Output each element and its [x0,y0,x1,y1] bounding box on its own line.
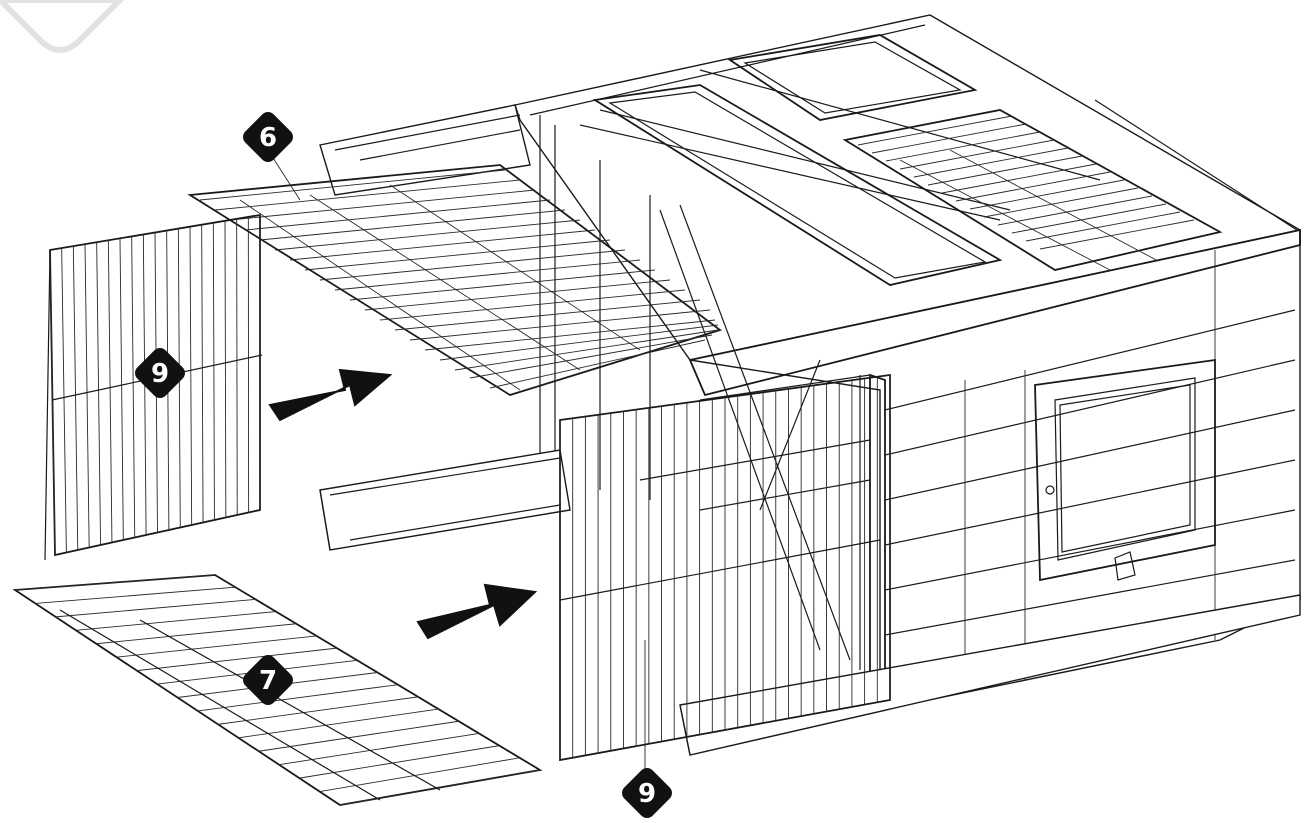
wire-panel-9-front [559,373,891,762]
assembly-arrow-lower [416,583,538,640]
coop-roof [514,14,1301,396]
leader-lines [267,149,646,780]
svg-text:9: 9 [638,779,656,809]
callout-6: 6 [243,112,293,162]
watermark-logo [0,0,125,53]
callout-9-bottom: 9 [622,768,672,818]
svg-text:9: 9 [151,359,169,389]
top-rail [319,104,531,196]
assembly-arrow-upper [268,368,393,422]
coop-bottom-rail [679,594,1301,756]
wire-panel-7 [12,574,543,806]
callout-9-left: 9 [135,348,185,398]
feeding-trough [319,449,571,551]
wire-panel-6 [187,164,722,396]
svg-text:6: 6 [259,123,277,153]
coop-interior-frame [539,115,886,702]
svg-text:7: 7 [259,666,277,696]
callout-7: 7 [243,655,293,705]
